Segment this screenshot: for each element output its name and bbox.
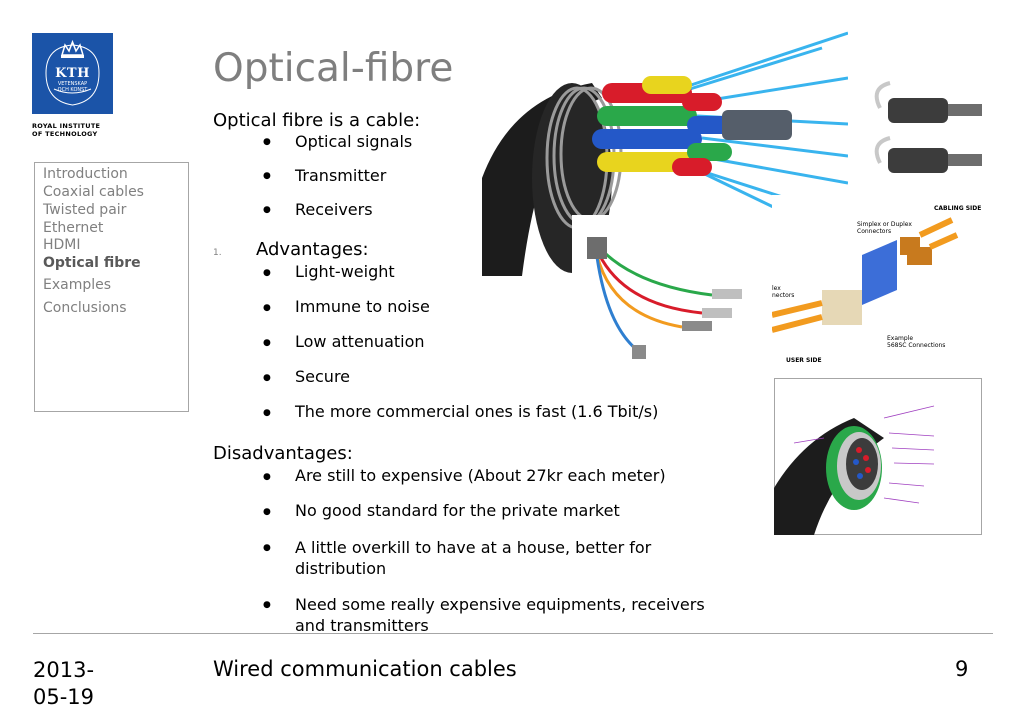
toslink-connectors-image xyxy=(870,78,982,186)
duplex-connectors-label-line-2: nectors xyxy=(772,292,795,299)
kth-logo: KTH VETENSKAP OCH KONST xyxy=(32,33,113,114)
slide-title: Optical-fibre xyxy=(213,46,454,91)
crown-emblem-icon xyxy=(45,39,100,106)
nav-item-twisted-pair[interactable]: Twisted pair xyxy=(43,202,127,218)
section-heading-disadvantages: Disadvantages: xyxy=(213,443,353,464)
bullet-item: Low attenuation xyxy=(295,332,425,351)
section-navigation: Introduction Coaxial cables Twisted pair… xyxy=(34,162,189,412)
list-number: 1. xyxy=(213,248,222,258)
nav-item-optical-fibre[interactable]: Optical fibre xyxy=(43,255,141,271)
logo-subtext-2: OCH KONST xyxy=(57,87,88,93)
logo-caption: ROYAL INSTITUTE OF TECHNOLOGY xyxy=(32,122,132,138)
nav-item-examples[interactable]: Examples xyxy=(43,277,112,293)
example-label-line-2: 568SC Connections xyxy=(887,342,946,349)
cabling-side-label: CABLING SIDE xyxy=(934,205,982,212)
footer-date-line-2: 05-19 xyxy=(33,685,95,709)
bullet-icon: ● xyxy=(263,268,271,278)
fiber-patch-leads-image xyxy=(572,215,747,360)
bullet-icon: ● xyxy=(263,472,271,482)
simplex-duplex-label-line-1: Simplex or Duplex xyxy=(857,221,912,228)
example-label: Example 568SC Connections xyxy=(887,335,945,349)
bullet-item: A little overkill to have at a house, be… xyxy=(295,538,652,578)
bullet-icon: ● xyxy=(263,338,271,348)
bullet-icon: ● xyxy=(263,543,271,553)
bullet-icon: ● xyxy=(263,205,271,215)
page-number: 9 xyxy=(955,657,969,681)
bullet-item: Receivers xyxy=(295,200,373,219)
footer-date-line-1: 2013- xyxy=(33,658,95,682)
sc-connector-graphic xyxy=(772,217,959,333)
simplex-duplex-label: Simplex or Duplex Connectors xyxy=(857,221,912,235)
footer-title: Wired communication cables xyxy=(213,657,517,681)
bullet-icon: ● xyxy=(263,303,271,313)
bullet-item: The more commercial ones is fast (1.6 Tb… xyxy=(295,402,659,421)
bullet-item: No good standard for the private market xyxy=(295,501,620,520)
nav-item-coaxial-cables[interactable]: Coaxial cables xyxy=(43,184,144,200)
bullet-icon: ● xyxy=(263,137,271,147)
sc-connector-diagram: CABLING SIDE Simplex or Duplex Connector… xyxy=(772,195,982,365)
bullet-item: Are still to expensive (About 27kr each … xyxy=(295,466,666,485)
logo-caption-line-1: ROYAL INSTITUTE xyxy=(32,122,101,130)
logo-subtext-1: VETENSKAP xyxy=(57,81,88,87)
bullet-item: Transmitter xyxy=(295,166,387,185)
bullet-icon: ● xyxy=(263,408,271,418)
footer-divider xyxy=(33,633,993,634)
nav-item-conclusions[interactable]: Conclusions xyxy=(43,300,127,316)
bullet-item: Light-weight xyxy=(295,262,395,281)
example-label-line-1: Example xyxy=(887,335,914,342)
bullet-icon: ● xyxy=(263,373,271,383)
bullet-item: Optical signals xyxy=(295,132,413,151)
bullet-item: Secure xyxy=(295,367,351,386)
nav-item-hdmi[interactable]: HDMI xyxy=(43,237,81,253)
nav-item-introduction[interactable]: Introduction xyxy=(43,166,128,182)
user-side-label: USER SIDE xyxy=(786,357,822,364)
nav-item-ethernet[interactable]: Ethernet xyxy=(43,220,104,236)
logo-caption-line-2: OF TECHNOLOGY xyxy=(32,130,98,138)
logo-text: KTH xyxy=(55,66,90,81)
cable-cross-section-image xyxy=(774,378,982,535)
bullet-item: Need some really expensive equipments, r… xyxy=(295,595,705,635)
bullet-item: Immune to noise xyxy=(295,297,430,316)
section-heading-advantages: Advantages: xyxy=(256,239,369,260)
duplex-connectors-label: lex nectors xyxy=(772,285,794,299)
simplex-duplex-label-line-2: Connectors xyxy=(857,228,892,235)
bullet-icon: ● xyxy=(263,171,271,181)
bullet-icon: ● xyxy=(263,507,271,517)
duplex-connectors-label-line-1: lex xyxy=(772,285,781,292)
bullet-icon: ● xyxy=(263,600,271,610)
footer-date: 2013- 05-19 xyxy=(33,657,94,711)
section-heading-cable: Optical fibre is a cable: xyxy=(213,110,421,131)
